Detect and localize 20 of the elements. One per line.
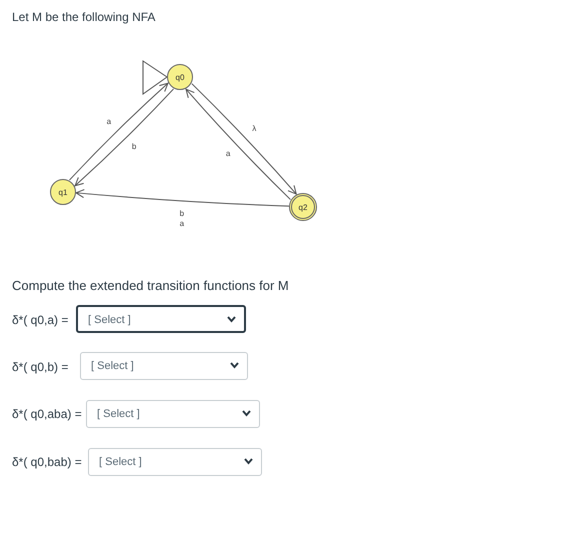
transition-arrow xyxy=(75,189,290,207)
function-label: δ*( q0,bab) = xyxy=(12,455,82,469)
state-circle: q0 xyxy=(167,64,193,90)
select-dropdown: [ Select ] xyxy=(88,448,262,476)
transition-arrow xyxy=(186,88,291,200)
select-dropdown: [ Select ] xyxy=(86,400,260,428)
title: Let M be the following NFA xyxy=(12,10,156,24)
state-circle: q1 xyxy=(50,179,76,205)
accept-state-circle: q2 xyxy=(289,193,317,221)
transition-arrow xyxy=(191,83,297,195)
select-dropdown: [ Select ] xyxy=(76,305,246,333)
function-label: δ*( q0,b) = xyxy=(12,360,68,374)
instruction-text: Compute the extended transition functions for M xyxy=(12,278,289,293)
transition-arrow xyxy=(68,82,168,181)
transition-arrow xyxy=(74,88,174,186)
select-dropdown: [ Select ] xyxy=(80,352,248,380)
edge-label: a xyxy=(223,149,234,159)
function-label: δ*( q0,a) = xyxy=(12,313,68,327)
start-arrow xyxy=(142,60,168,95)
function-label: δ*( q0,aba) = xyxy=(12,407,82,421)
